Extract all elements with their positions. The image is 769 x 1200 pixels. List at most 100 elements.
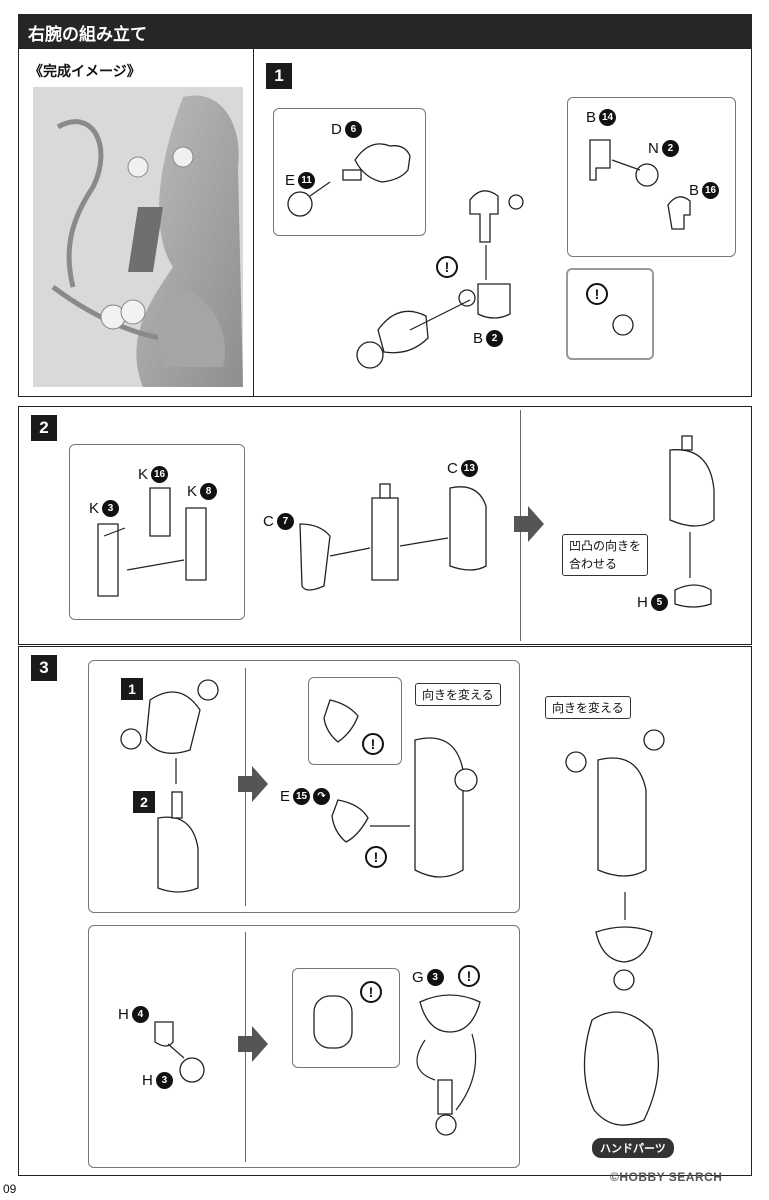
assembly-arrow	[103, 527, 126, 537]
connector-line	[455, 1033, 477, 1111]
part-k3-shape	[97, 523, 119, 597]
part-e11-assembled	[356, 341, 384, 369]
part-hand-joint	[437, 1079, 453, 1115]
ref-step-1-badge: 1	[121, 678, 143, 700]
part-arm-complete	[669, 449, 715, 527]
part-k16-shape	[149, 487, 171, 537]
part-hand-cup	[595, 926, 653, 963]
part-hand-shape	[583, 1011, 660, 1126]
part-ref2-shape	[157, 816, 199, 893]
step-3-subassembly-box-a	[88, 660, 520, 913]
part-h4-shape	[154, 1021, 174, 1047]
part-arm-top	[379, 483, 391, 499]
step-arrow	[514, 506, 544, 542]
step-2-panel: 2	[18, 406, 752, 645]
part-forearm-final-ball	[643, 729, 665, 751]
part-c7-shape	[299, 523, 331, 591]
part-hand-cup-ball	[613, 969, 635, 991]
step-1-badge: 1	[266, 63, 292, 89]
step-2-badge: 2	[31, 415, 57, 441]
part-forearm-mid	[414, 737, 464, 878]
part-b2-shape	[477, 283, 511, 319]
step-3-badge: 3	[31, 655, 57, 681]
part-e11-shape	[287, 191, 313, 217]
part-n2-shape	[635, 163, 659, 187]
part-h5-shape	[674, 584, 712, 608]
part-forearm-final	[597, 757, 647, 877]
assembly-arrow	[167, 1043, 185, 1059]
part-arm-complete-top	[681, 435, 693, 451]
part-arm-assembly	[371, 497, 399, 581]
step-1-subassembly-box-a	[273, 108, 426, 236]
turn-note-a: 向きを変える	[415, 683, 501, 706]
watermark-logo: ©HOBBY SEARCH	[610, 1170, 723, 1184]
part-g3-detail	[313, 995, 353, 1049]
step-arrow	[238, 1026, 268, 1062]
ref-step-2-badge: 2	[133, 791, 155, 813]
step-3-panel: 3	[18, 646, 752, 1176]
part-ref1-shape	[145, 691, 201, 754]
assembly-arrow	[611, 159, 641, 171]
part-d6-assembled	[377, 310, 429, 354]
caution-icon: !	[436, 256, 458, 278]
part-g3-shape	[419, 994, 481, 1033]
section-title: 右腕の組み立て	[28, 25, 147, 44]
part-ref1-ball-b	[120, 728, 142, 750]
part-upper-ball	[508, 194, 524, 210]
part-ref1-ball-a	[197, 679, 219, 701]
step-arrow	[238, 766, 268, 802]
align-note: 凹凸の向きを 合わせる	[562, 534, 649, 576]
step-3-subassembly-box-b	[88, 925, 520, 1168]
part-hand-joint-ball	[435, 1114, 457, 1136]
assembly-arrow	[329, 547, 371, 557]
part-forearm-final-ball-b	[565, 751, 587, 773]
step-1-panel: 1	[253, 48, 752, 397]
assembly-arrow	[399, 537, 449, 547]
part-joint-detail	[612, 314, 634, 336]
caution-icon: !	[360, 981, 382, 1003]
assembly-arrow	[309, 181, 331, 197]
part-e15-shape	[331, 799, 369, 843]
part-b16-shape	[667, 196, 691, 230]
part-ref2-top	[171, 791, 183, 819]
caution-icon: !	[365, 846, 387, 868]
completion-image-label: 《完成イメージ》	[29, 63, 141, 79]
part-b14-shape	[589, 139, 611, 181]
completion-image	[33, 87, 243, 387]
caution-icon: !	[458, 965, 480, 987]
page-number: 09	[3, 1182, 17, 1196]
caution-icon: !	[586, 283, 608, 305]
align-note-line-2: 合わせる	[569, 557, 618, 571]
part-k8-shape	[185, 507, 207, 581]
peel-sticker-icon: ↷	[313, 788, 331, 805]
step-2-subassembly-box	[69, 444, 245, 620]
section-header: 右腕の組み立て	[18, 14, 752, 48]
assembly-arrow	[126, 559, 185, 571]
turn-note-b: 向きを変える	[545, 696, 631, 719]
hand-parts-badge: ハンドパーツ	[592, 1138, 674, 1158]
part-upper-joint	[469, 190, 499, 243]
g3-detail-box	[292, 968, 400, 1068]
caution-icon: !	[362, 733, 384, 755]
e15-detail-box	[308, 677, 402, 765]
align-note-line-1: 凹凸の向きを	[569, 539, 642, 553]
connector-line	[416, 1039, 436, 1081]
part-d6-peg	[342, 169, 362, 181]
step-1-detail-box	[566, 268, 654, 360]
step-1-subassembly-box-b	[567, 97, 736, 257]
